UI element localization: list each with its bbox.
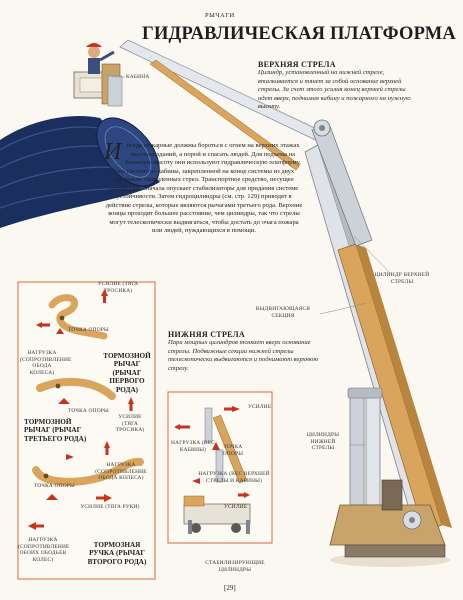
lever2-effort-label: УСИЛИЕ (ТЯГА РУКИ) <box>80 504 140 510</box>
upper-cylinder-label: ЦИЛИНДР ВЕРХНЕЙ СТРЕЛЫ <box>374 272 430 285</box>
hose-pipe <box>0 116 160 228</box>
lower-boom-heading: НИЖНЯЯ СТРЕЛА <box>168 330 246 339</box>
sliding-section-leader <box>319 302 368 315</box>
lever1-title: ТОРМОЗНОЙ РЫЧАГ (РЫЧАГ ПЕРВОГО РОДА) <box>103 352 151 394</box>
cabin <box>73 43 123 107</box>
intro-text: ногда пожарные должны бороться с огнем н… <box>105 142 303 234</box>
drop-cap: И <box>104 139 122 165</box>
upper-cylinder <box>311 119 373 247</box>
lever2-load-label: НАГРУЗКА (СОПРОТИВЛЕНИЕ ОБОИХ ОБОДЬЕВ КО… <box>18 537 70 563</box>
boom-base <box>329 479 446 558</box>
upper-boom-caption: ВЕРХНЯЯ СТРЕЛА Цилиндр, установленный на… <box>258 60 418 112</box>
diagram-fulcrum-label: ТОЧКА ОПОРЫ <box>222 444 244 457</box>
lower-boom-text: Пара мощных цилиндров толкает вверх осно… <box>168 339 319 372</box>
lower-boom-caption: НИЖНЯЯ СТРЕЛА Пара мощных цилиндров толк… <box>168 330 326 373</box>
lever2-title: ТОРМОЗНАЯ РУЧКА (РЫЧАГ ВТОРОГО РОДА) <box>87 541 147 566</box>
lever3-load-label: НАГРУЗКА (СОПРОТИВЛЕНИЕ ОБОДА КОЛЕСА) <box>95 462 147 481</box>
lever1-effort-label: УСИЛИЕ (ТЯГА ТРОСИКА) <box>97 281 139 294</box>
upper-boom-text: Цилиндр, установленный на нижней стреле,… <box>258 69 411 111</box>
lever-drawings <box>28 289 144 530</box>
upper-boom-heading: ВЕРХНЯЯ СТРЕЛА <box>258 60 336 69</box>
lower-cylinders-label: ЦИЛИНДРЫ НИЖНЕЙ СТРЕЛЫ <box>306 432 340 451</box>
upper-boom <box>119 39 334 171</box>
platform-diagram <box>174 406 251 534</box>
lever3-effort-label: УСИЛИЕ (ТЯГА ТРОСИКА) <box>115 414 145 433</box>
upper-cylinder-leader <box>353 235 393 276</box>
lever1-fulcrum-label: ТОЧКА ОПОРЫ <box>68 327 109 333</box>
lever1-load-label: НАГРУЗКА (СОПРОТИВЛЕНИЕ ОБОДА КОЛЕСА) <box>20 350 72 376</box>
page-number: [29] <box>224 584 236 592</box>
lower-boom <box>304 144 452 533</box>
lower-cylinders <box>347 387 383 506</box>
cabin-label: КАБИНА <box>126 74 150 80</box>
sliding-section-label: ВЫДВИГАЮЩАЯСЯ СЕКЦИЯ <box>255 306 311 319</box>
lever3-title: ТОРМОЗНОЙ РЫЧАГ (РЫЧАГ ТРЕТЬЕГО РОДА) <box>24 418 87 443</box>
diagram-load-cabin-label: НАГРУЗКА (ВЕС КАБИНЫ) <box>171 440 215 453</box>
diagram-effort-bottom-label: УСИЛИЕ <box>224 504 248 510</box>
section-label: РЫЧАГИ <box>205 12 235 19</box>
page-title: ГИДРАВЛИЧЕСКАЯ ПЛАТФОРМА <box>142 24 456 44</box>
stabilizers-label: СТАБИЛИЗИРУЮЩИЕ ЦИЛИНДРЫ <box>205 560 265 573</box>
lever2-fulcrum-label: ТОЧКА ОПОРЫ <box>34 483 75 489</box>
lever3-fulcrum-label: ТОЧКА ОПОРЫ <box>68 408 109 414</box>
diagram-load-boom-label: НАГРУЗКА (ВЕС ВЕРХНЕЙ СТРЕЛЫ И КАБИНЫ) <box>198 471 270 484</box>
diagram-effort-top-label: УСИЛИЕ <box>248 404 272 410</box>
